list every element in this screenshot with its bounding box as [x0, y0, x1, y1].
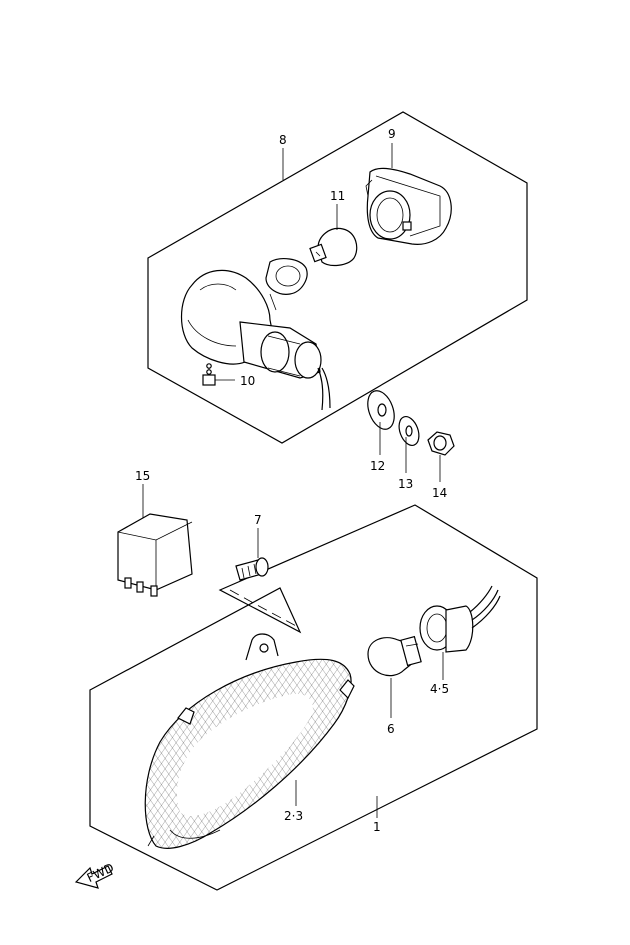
- callout-6: 6: [387, 722, 395, 736]
- callout-13: 13: [398, 477, 413, 491]
- bulb-socket: [419, 585, 501, 653]
- leader-lines: [142, 143, 444, 818]
- washer-12: [367, 390, 395, 430]
- callout-11: 11: [330, 189, 345, 203]
- turn-signal-bulb-lower: [367, 635, 422, 677]
- fwd-arrow-icon: FWD: [74, 861, 116, 889]
- dashed-guide-line: [229, 589, 301, 629]
- callout-10: 10: [240, 374, 255, 388]
- turn-signal-bulb-upper: [309, 227, 358, 267]
- callout-1: 1: [373, 820, 381, 834]
- callout-4-5: 4·5: [430, 682, 449, 696]
- turn-signal-lens: [144, 633, 355, 849]
- callout-2-3: 2·3: [284, 809, 303, 823]
- bolt-7: [235, 557, 269, 581]
- assembly-box-front: [89, 504, 538, 891]
- assembly-box-rear: [147, 111, 528, 444]
- callout-14: 14: [432, 486, 447, 500]
- nut-14: [427, 431, 455, 456]
- callout-9: 9: [388, 127, 396, 141]
- fwd-label: FWD: [85, 861, 116, 886]
- turn-signal-body: [181, 258, 331, 411]
- bulb-socket-housing: [365, 167, 452, 245]
- callout-7: 7: [254, 513, 262, 527]
- screw-10: [202, 363, 216, 386]
- washer-13: [398, 415, 420, 447]
- callout-8: 8: [279, 133, 287, 147]
- callout-15: 15: [135, 469, 150, 483]
- callout-12: 12: [370, 459, 385, 473]
- relay-15: [117, 513, 193, 597]
